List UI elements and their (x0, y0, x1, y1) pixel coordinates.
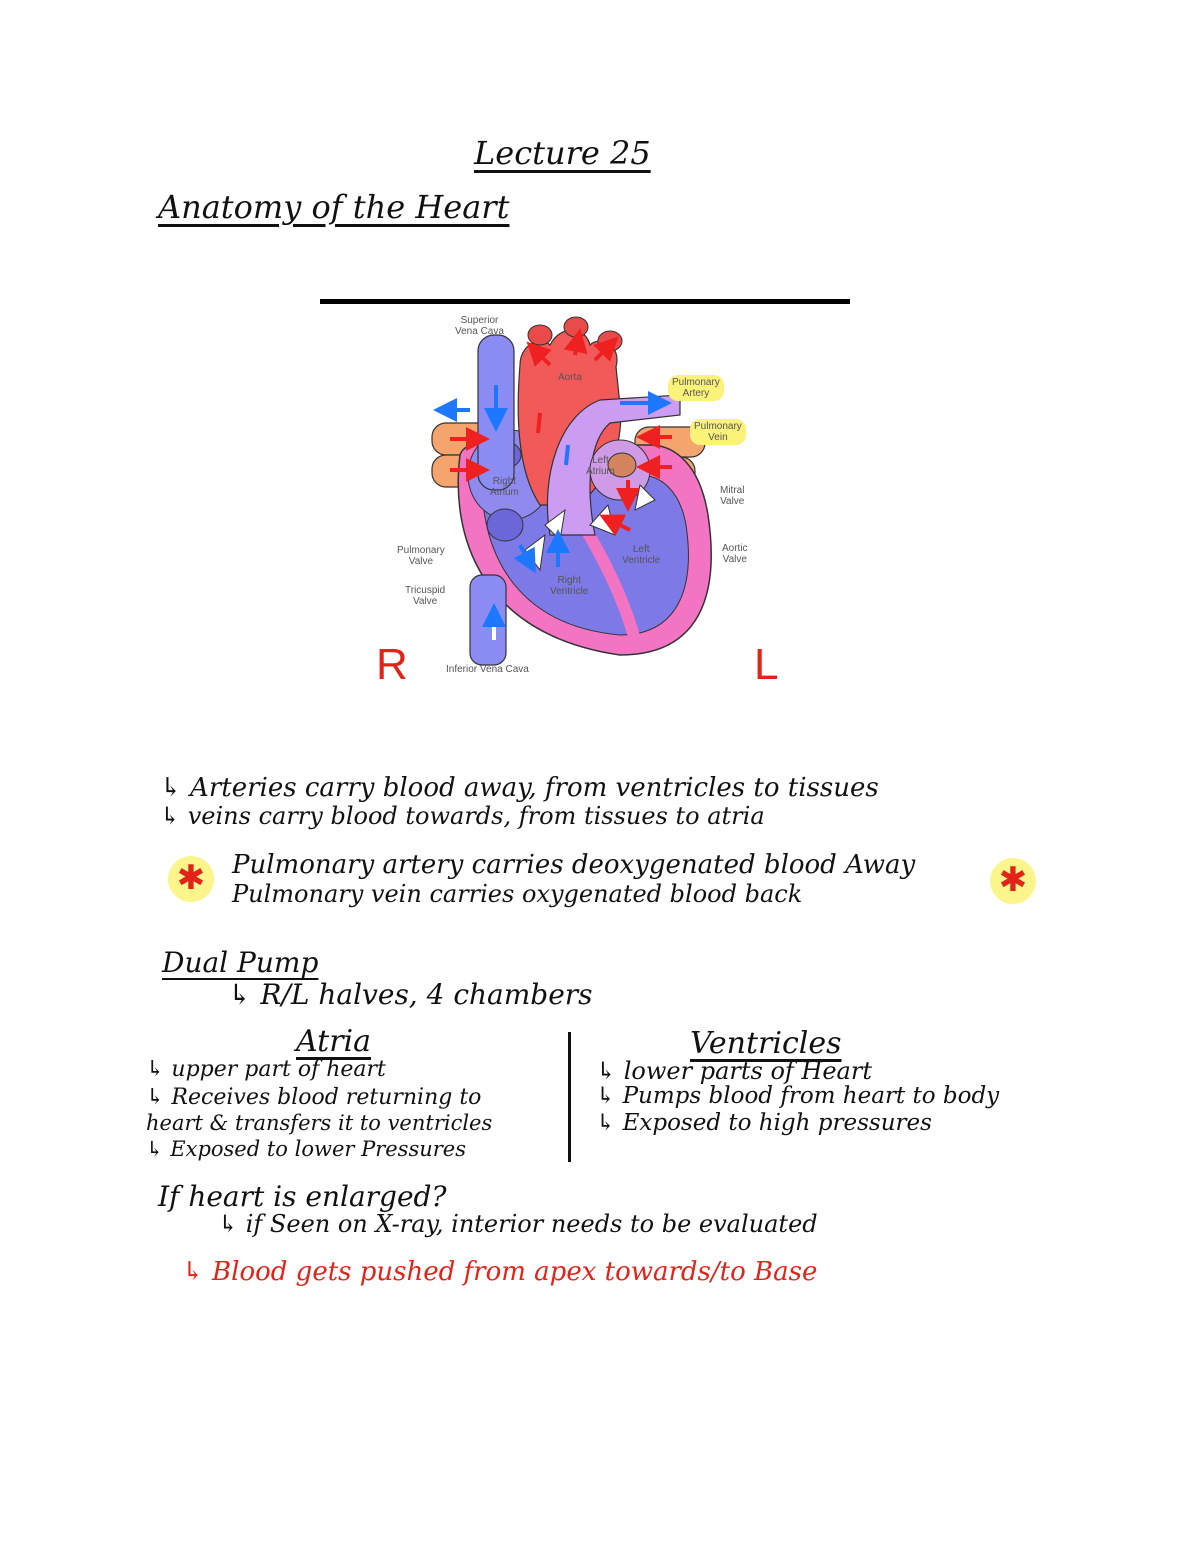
lecture-title: Lecture 25 (474, 134, 651, 172)
atria-item-3: heart & transfers it to ventricles (146, 1111, 493, 1135)
star-left: ✱ (168, 856, 214, 902)
section-title: Anatomy of the Heart (158, 188, 510, 226)
atria-item-2: ↳ Receives blood returning to (146, 1085, 482, 1110)
side-label-right: R (376, 640, 408, 689)
label-left-atrium: Left Atrium (586, 455, 615, 477)
label-pulmonary-artery: Pulmonary Artery (668, 375, 724, 401)
atria-title: Atria (296, 1024, 372, 1059)
inferior-vena-cava (469, 574, 507, 666)
ventricles-title: Ventricles (690, 1026, 842, 1061)
ventricle-inner (481, 474, 689, 636)
star-right: ✱ (990, 858, 1036, 904)
column-divider (568, 1032, 571, 1162)
enlarged-line-2: ↳ Blood gets pushed from apex towards/to… (182, 1257, 818, 1287)
asterisk-icon: ✱ (176, 858, 206, 898)
label-inferior-vena-cava: Inferior Vena Cava (446, 664, 529, 675)
note-arteries: ↳ Arteries carry blood away, from ventri… (160, 773, 879, 803)
note-veins: ↳ veins carry blood towards, from tissue… (160, 802, 765, 830)
label-left-ventricle: Left Ventricle (622, 544, 661, 566)
pulmonary-artery (546, 394, 681, 536)
atria-item-1: ↳ upper part of heart (146, 1057, 386, 1082)
atria-item-4: ↳ Exposed to lower Pressures (146, 1137, 467, 1161)
side-label-left: L (754, 640, 779, 689)
heart-diagram (431, 316, 712, 666)
label-right-atrium: Right Atrium (490, 476, 519, 498)
red-flow-arrows (450, 328, 672, 537)
label-aortic-valve: Aortic Valve (722, 543, 748, 565)
label-right-ventricle: Right Ventricle (550, 575, 589, 597)
ventricles-item-1: ↳ lower parts of Heart (596, 1057, 872, 1085)
ventricles-item-2: ↳ Pumps blood from heart to body (596, 1083, 1000, 1109)
label-pulmonary-valve: Pulmonary Valve (397, 545, 445, 567)
enlarged-question: If heart is enlarged? (158, 1180, 447, 1213)
dual-pump-title: Dual Pump (162, 946, 319, 979)
divider-line (320, 299, 850, 304)
note-pulmonary-vein: Pulmonary vein carries oxygenated blood … (232, 880, 803, 908)
label-superior-vena-cava: Superior Vena Cava (455, 315, 504, 337)
label-mitral-valve: Mitral Valve (720, 485, 745, 507)
dual-pump-line: ↳ R/L halves, 4 chambers (228, 978, 593, 1011)
label-pulmonary-vein: Pulmonary Vein (690, 419, 746, 445)
enlarged-line-1: ↳ if Seen on X-ray, interior needs to be… (218, 1210, 818, 1238)
blue-flow-arrows (433, 385, 672, 640)
label-tricuspid-valve: Tricuspid Valve (405, 585, 446, 607)
note-pulmonary-artery: Pulmonary artery carries deoxygenated bl… (232, 850, 916, 880)
asterisk-icon: ✱ (998, 860, 1028, 900)
label-aorta: Aorta (558, 372, 582, 383)
ventricles-item-3: ↳ Exposed to high pressures (596, 1110, 932, 1136)
